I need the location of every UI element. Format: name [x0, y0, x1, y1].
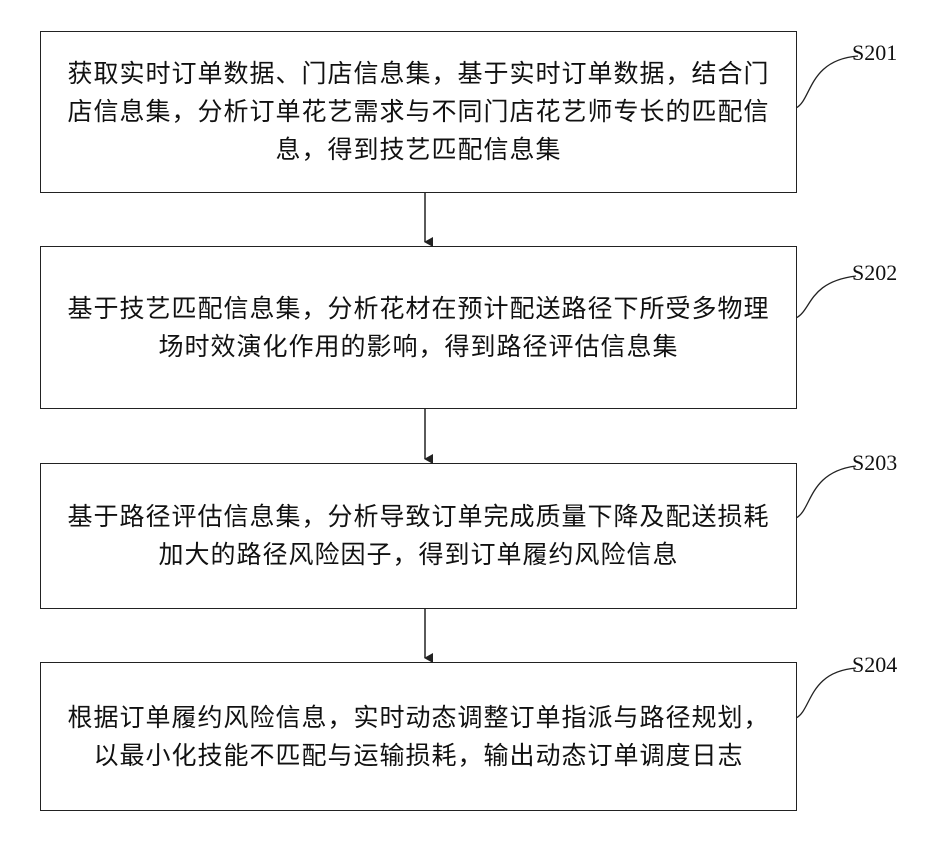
- step-box-s203: 基于路径评估信息集，分析导致订单完成质量下降及配送损耗加大的路径风险因子，得到订…: [40, 463, 797, 609]
- step-label-s201: S201: [852, 40, 897, 66]
- leader-s201: [796, 56, 858, 108]
- step-label-s204: S204: [852, 652, 897, 678]
- step-box-s202: 基于技艺匹配信息集，分析花材在预计配送路径下所受多物理场时效演化作用的影响，得到…: [40, 246, 797, 409]
- step-box-s201: 获取实时订单数据、门店信息集，基于实时订单数据，结合门店信息集，分析订单花艺需求…: [40, 31, 797, 193]
- step-label-s203: S203: [852, 450, 897, 476]
- leader-s202: [796, 276, 856, 318]
- leader-s204: [796, 668, 856, 718]
- step-box-s204: 根据订单履约风险信息，实时动态调整订单指派与路径规划，以最小化技能不匹配与运输损…: [40, 662, 797, 811]
- leader-s203: [796, 466, 856, 518]
- step-text-s203: 基于路径评估信息集，分析导致订单完成质量下降及配送损耗加大的路径风险因子，得到订…: [55, 498, 782, 574]
- step-text-s202: 基于技艺匹配信息集，分析花材在预计配送路径下所受多物理场时效演化作用的影响，得到…: [55, 290, 782, 366]
- step-label-s202: S202: [852, 260, 897, 286]
- step-text-s204: 根据订单履约风险信息，实时动态调整订单指派与路径规划，以最小化技能不匹配与运输损…: [55, 699, 782, 775]
- step-text-s201: 获取实时订单数据、门店信息集，基于实时订单数据，结合门店信息集，分析订单花艺需求…: [55, 55, 782, 169]
